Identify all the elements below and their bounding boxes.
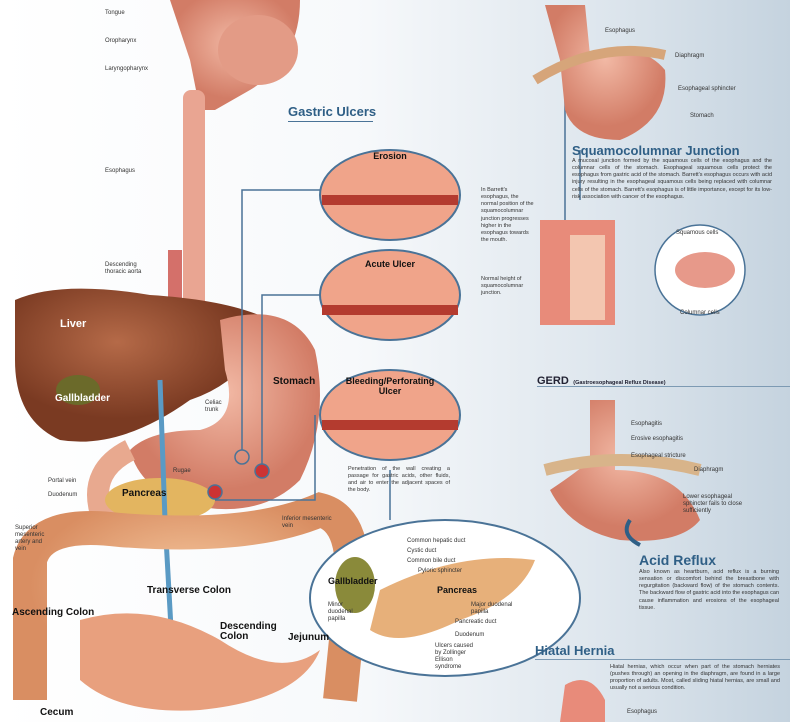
ulcer-marker <box>254 463 270 479</box>
tr-label: Esophagus <box>605 28 636 34</box>
organ-descending-colon: Descending Colon <box>220 621 277 642</box>
label-oropharynx: Oropharynx <box>105 38 137 44</box>
ulcer-marker <box>207 484 223 500</box>
squamo-title: Squamocolumnar Junction <box>572 143 740 158</box>
normal-height-note: Normal height of squamocolumnar junction… <box>481 276 524 297</box>
hiatal-illustration <box>560 680 605 722</box>
inset-minor-papilla: Minor duodenal papilla <box>328 602 353 622</box>
hiatal-title: Hiatal Hernia <box>535 643 615 658</box>
label-rugae: Rugae <box>173 468 191 474</box>
gerd-subtitle: (Gastroesophageal Reflux Disease) <box>573 380 666 386</box>
gerd-label: Diaphragm <box>694 467 724 473</box>
label-imv: Inferior mesenteric vein <box>282 516 332 529</box>
acid-reflux-text: Also known as heartburn, acid reflux is … <box>639 569 779 611</box>
bleeding-ulcer-label: Bleeding/Perforating Ulcer <box>345 376 435 396</box>
gerd-heading: GERD (Gastroesophageal Reflux Disease) <box>537 371 666 389</box>
tongue-shape <box>218 15 298 85</box>
label-esophagus: Esophagus <box>105 168 136 174</box>
gerd-label: Erosive esophagitis <box>631 436 684 442</box>
label-laryngopharynx: Laryngopharynx <box>105 66 149 72</box>
stomach-shape <box>130 314 320 510</box>
tr-label: Esophageal sphincter <box>678 86 736 92</box>
inset-label: Ulcers caused by Zollinger Ellison syndr… <box>435 643 474 670</box>
les-label: Lower esophageal sphincter fails to clos… <box>683 494 743 514</box>
label-duodenum: Duodenum <box>48 492 78 498</box>
hiatal-text: Hiatal hernias, which occur when part of… <box>610 664 780 692</box>
label-tongue: Tongue <box>105 10 125 16</box>
gerd-label: Esophagitis <box>631 421 663 427</box>
organ-stomach: Stomach <box>273 376 316 387</box>
organ-transverse-colon: Transverse Colon <box>147 585 231 596</box>
inset-label: Duodenum <box>455 632 485 638</box>
gerd-illustration <box>550 400 700 541</box>
gastric-ulcers-title: Gastric Ulcers <box>288 104 377 119</box>
inset-label: Common hepatic duct <box>407 538 466 544</box>
colon-shape <box>13 492 369 702</box>
label-aorta: Descending thoracic aorta <box>105 262 142 275</box>
tr-label: Diaphragm <box>675 53 705 59</box>
label-celiac-trunk: Celiac trunk <box>205 400 222 413</box>
label-sma: Superior mesenteric artery and vein <box>15 525 45 552</box>
organ-gallbladder: Gallbladder <box>55 393 111 404</box>
perforating-note: Penetration of the wall creating a passa… <box>348 466 450 494</box>
erosion-label: Erosion <box>373 151 407 161</box>
organ-ascending-colon: Ascending Colon <box>12 607 95 618</box>
organ-jejunum: Jejunum <box>288 632 330 643</box>
pancreas-shape <box>105 478 215 522</box>
squamous-cells-label: Squamous cells <box>676 230 719 236</box>
barrett-note: In Barrett's esophagus, the normal posit… <box>481 187 534 243</box>
inset-label: Major duodenal papilla <box>471 602 513 615</box>
squamo-text: A mucosal junction formed by the squamou… <box>572 158 772 200</box>
inset-pancreas: Pancreas <box>437 585 478 595</box>
acute-ulcer-label: Acute Ulcer <box>364 259 416 269</box>
gerd-title: GERD <box>537 375 569 387</box>
esophagus-stomach-top <box>545 5 666 140</box>
gallbladder-shape <box>56 375 100 405</box>
tr-label: Stomach <box>690 113 714 119</box>
gerd-label: Esophageal stricture <box>631 453 686 459</box>
inset-label: Cystic duct <box>407 548 437 554</box>
acid-reflux-title: Acid Reflux <box>639 552 717 568</box>
columnar-cells-label: Columnar cells <box>680 310 720 316</box>
inset-label: Pyloric sphincter <box>418 568 463 574</box>
organ-liver: Liver <box>60 318 87 330</box>
inset-label: Pancreatic duct <box>455 619 497 625</box>
esophagus-shape <box>183 90 205 310</box>
inset-label: Common bile duct <box>407 558 456 564</box>
hiatal-esophagus-label: Esophagus <box>627 709 658 715</box>
label-portal-vein: Portal vein <box>48 478 77 484</box>
inset-gallbladder: Gallbladder <box>328 576 378 586</box>
organ-pancreas: Pancreas <box>122 488 167 499</box>
small-intestine-shape <box>80 613 320 711</box>
ulcer-insets <box>319 149 461 461</box>
organ-cecum: Cecum <box>40 707 74 718</box>
